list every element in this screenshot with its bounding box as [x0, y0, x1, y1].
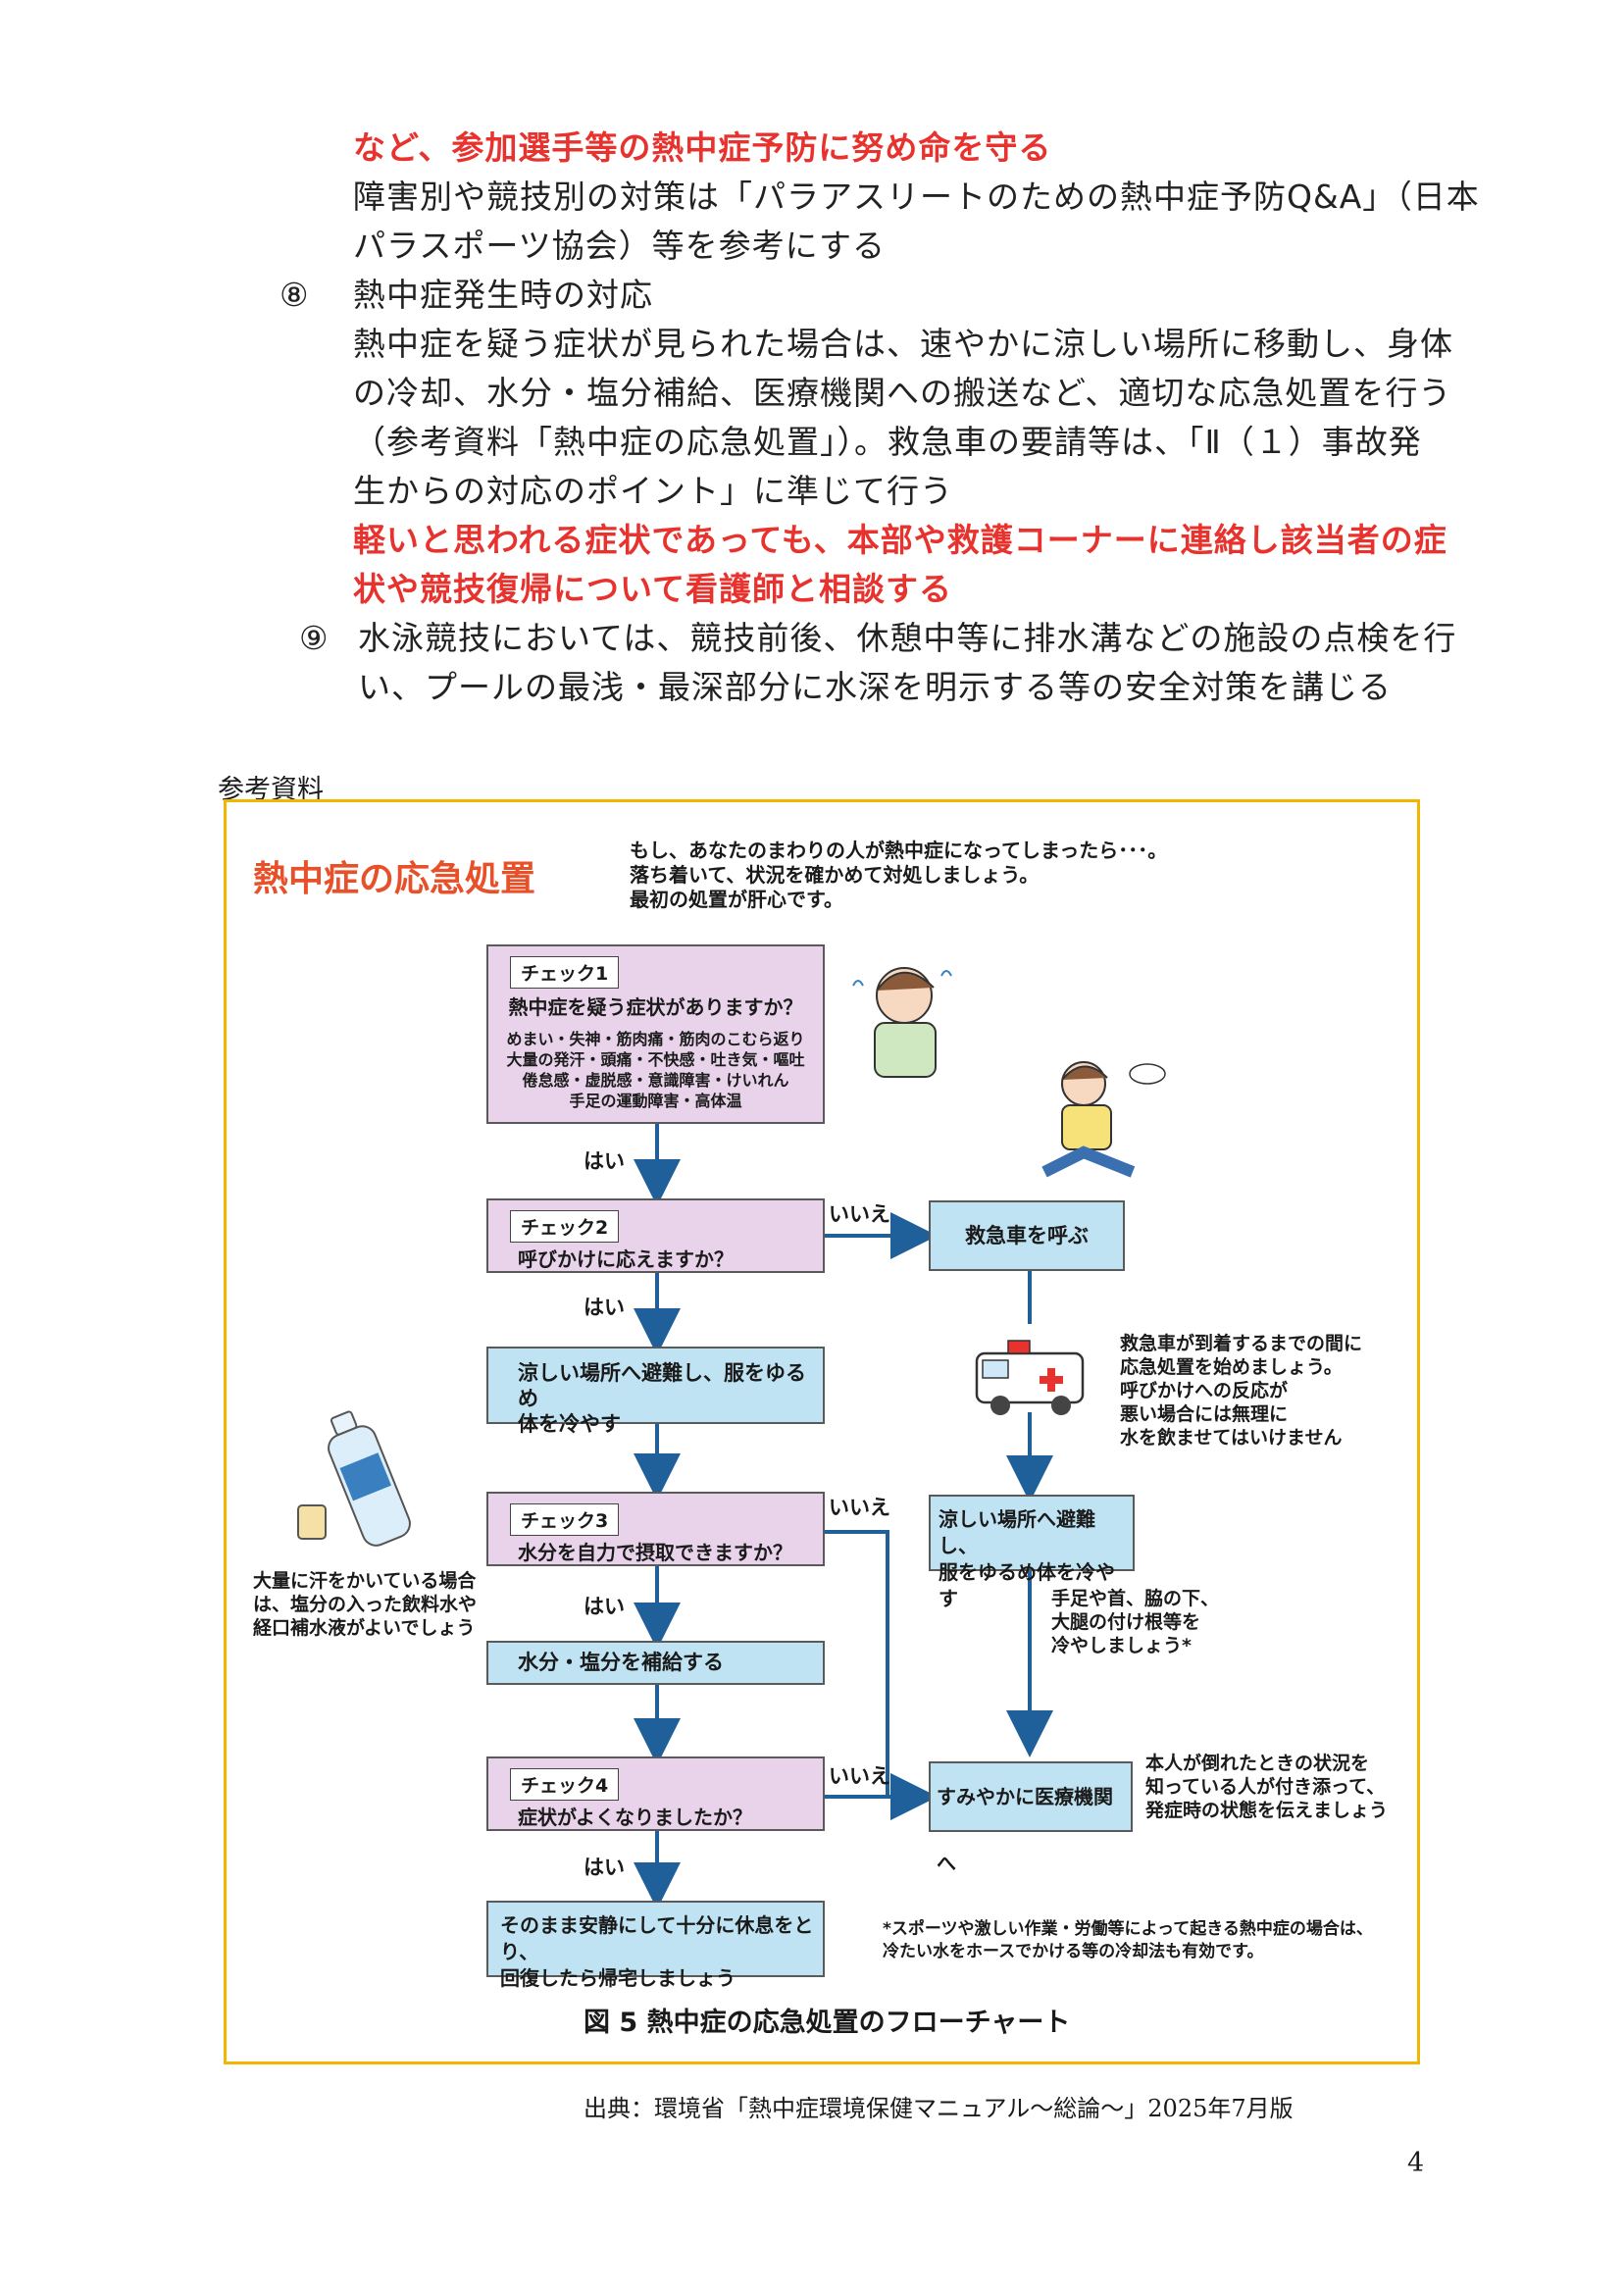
check4-question: 症状がよくなりましたか？	[518, 1806, 752, 1829]
sweat-note: 大量に汗をかいている場合 は、塩分の入った飲料水や 経口補水液がよいでしょう	[253, 1569, 477, 1640]
ambulance-note-line-4: 悪い場合には無理に	[1120, 1403, 1289, 1425]
hospital-note-line-2: 知っている人が付き添って、	[1145, 1776, 1386, 1798]
body-line-4: 熱中症発生時の対応	[353, 276, 653, 314]
body-line-2: 障害別や競技別の対策は「パラアスリートのための熱中症予防Q&A」（日本	[353, 178, 1480, 216]
hospital-note: 本人が倒れたときの状況を 知っている人が付き添って、 発症時の状態を伝えましょう	[1145, 1752, 1388, 1822]
check1-tag: チェック1	[510, 956, 620, 989]
check4-tag: チェック4	[510, 1768, 620, 1801]
body-line-10: 状や競技復帰について看護師と相談する	[353, 570, 953, 608]
ambulance-note-line-2: 応急処置を始めましょう。	[1120, 1356, 1343, 1378]
body-line-11: 水泳競技においては、競技前後、休憩中等に排水溝などの施設の点検を行	[358, 619, 1457, 657]
check2-tag: チェック2	[510, 1210, 620, 1243]
check3-tag: チェック3	[510, 1503, 620, 1536]
check2-box: チェック2 呼びかけに応えますか？	[486, 1198, 825, 1273]
ambulance-note-line-1: 救急車が到着するまでの間に	[1120, 1333, 1363, 1354]
hydrate-box: 水分・塩分を補給する	[486, 1641, 825, 1685]
footnote-line-1: *スポーツや激しい作業・労働等によって起きる熱中症の場合は、	[883, 1919, 1373, 1939]
body-line-5: 熱中症を疑う症状が見られた場合は、速やかに涼しい場所に移動し、身体	[353, 325, 1453, 363]
symptom-line-2: 大量の発汗・頭痛・不快感・吐き気・嘔吐	[506, 1050, 805, 1069]
source-citation: 出典：環境省「熱中症環境保健マニュアル～総論～」2025年7月版	[584, 2095, 1294, 2122]
yes-label-4: はい	[584, 1856, 625, 1879]
hospital-note-line-1: 本人が倒れたときの状況を	[1145, 1753, 1370, 1774]
sweat-note-line-2: は、塩分の入った飲料水や	[253, 1594, 478, 1615]
check2-question: 呼びかけに応えますか？	[518, 1247, 734, 1271]
cool-down-box: 涼しい場所へ避難し、服をゆるめ 体を冷やす	[486, 1347, 825, 1436]
yes-label-1: はい	[584, 1149, 625, 1173]
rest-box: そのまま安静にして十分に休息をとり、 回復したら帰宅しましょう	[486, 1901, 825, 1990]
ambulance-note: 救急車が到着するまでの間に 応急処置を始めましょう。 呼びかけへの反応が 悪い場…	[1120, 1332, 1362, 1450]
figure-frame	[224, 799, 1420, 2064]
body-line-1: など、参加選手等の熱中症予防に努め命を守る	[353, 128, 1052, 167]
check1-question: 熱中症を疑う症状がありますか？	[508, 995, 803, 1019]
footnote-line-2: 冷たい水をホースでかける等の冷却法も有効です。	[883, 1942, 1264, 1961]
item-8-marker: ⑧	[279, 276, 310, 314]
sweating-person-illustration	[852, 967, 952, 1078]
cool-down-line-2: 体を冷やす	[518, 1412, 621, 1436]
figure-title: 熱中症の応急処置	[253, 859, 536, 899]
cool-spots-line-1: 手足や首、脇の下、	[1051, 1588, 1220, 1609]
body-line-9: 軽いと思われる症状であっても、本部や救護コーナーに連絡し該当者の症	[353, 521, 1447, 559]
item-9-marker: ⑨	[299, 619, 330, 657]
body-line-3: パラスポーツ協会）等を参考にする	[353, 227, 887, 265]
call-ambulance-box: 救急車を呼ぶ	[929, 1200, 1125, 1271]
body-line-6: の冷却、水分・塩分補給、医療機関への搬送など、適切な応急処置を行う	[353, 374, 1452, 412]
check4-box: チェック4 症状がよくなりましたか？	[486, 1756, 825, 1831]
ambulance-note-line-3: 呼びかけへの反応が	[1120, 1380, 1289, 1401]
sweat-note-line-3: 経口補水液がよいでしょう	[253, 1617, 476, 1639]
cool-spots-line-3: 冷やしましょう*	[1051, 1635, 1192, 1656]
intro-line-3: 最初の処置が肝心です。	[630, 888, 843, 911]
check1-symptoms: めまい・失神・筋肉痛・筋肉のこむら返り 大量の発汗・頭痛・不快感・吐き気・嘔吐 …	[488, 1029, 823, 1111]
hospital-box: すみやかに医療機関へ	[929, 1761, 1133, 1875]
check3-question: 水分を自力で摂取できますか？	[518, 1541, 792, 1564]
intro-line-1: もし、あなたのまわりの人が熱中症になってしまったら･･･。	[630, 839, 1168, 862]
ambulance-note-line-5: 水を飲ませてはいけません	[1120, 1427, 1343, 1449]
check3-box: チェック3 水分を自力で摂取できますか？	[486, 1492, 825, 1566]
figure-footnote: *スポーツや激しい作業・労働等によって起きる熱中症の場合は、 冷たい水をホースで…	[883, 1918, 1373, 1963]
body-line-7: （参考資料「熱中症の応急処置」）。救急車の要請等は、「Ⅱ（１）事故発	[353, 423, 1422, 461]
cool-down-right-line-1: 涼しい場所へ避難し、	[939, 1507, 1095, 1557]
no-label-1: いいえ	[829, 1202, 890, 1226]
check1-box: チェック1 熱中症を疑う症状がありますか？ めまい・失神・筋肉痛・筋肉のこむら返…	[486, 944, 825, 1124]
cool-down-line-1: 涼しい場所へ避難し、服をゆるめ	[518, 1361, 806, 1410]
rest-line-1: そのまま安静にして十分に休息をとり、	[500, 1913, 814, 1963]
symptom-line-1: めまい・失神・筋肉痛・筋肉のこむら返り	[506, 1030, 805, 1048]
cool-down-right-box: 涼しい場所へ避難し、 服をゆるめ体を冷やす	[929, 1495, 1135, 1610]
symptom-line-3: 倦怠感・虚脱感・意識障害・けいれん	[522, 1071, 789, 1090]
drink-bottle-illustration	[297, 1410, 411, 1547]
rest-line-2: 回復したら帰宅しましょう	[500, 1966, 736, 1990]
body-line-8: 生からの対応のポイント」に準じて行う	[353, 472, 953, 510]
cool-spots-note: 手足や首、脇の下、 大腿の付け根等を 冷やしましょう*	[1051, 1587, 1219, 1657]
ambulance-illustration	[975, 1340, 1085, 1415]
hospital-note-line-3: 発症時の状態を伝えましょう	[1145, 1800, 1389, 1821]
cool-spots-line-2: 大腿の付け根等を	[1051, 1611, 1201, 1633]
no-label-2: いいえ	[829, 1496, 890, 1519]
sweat-note-line-1: 大量に汗をかいている場合	[253, 1570, 477, 1592]
cool-down-right-line-2: 服をゆるめ体を冷やす	[939, 1560, 1115, 1610]
symptom-line-4: 手足の運動障害・高体温	[569, 1092, 742, 1110]
body-line-12: い、プールの最浅・最深部分に水深を明示する等の安全対策を講じる	[358, 668, 1392, 706]
kneeling-person-illustration	[1041, 1061, 1166, 1178]
no-label-3: いいえ	[829, 1764, 890, 1788]
figure-caption: 図 5 熱中症の応急処置のフローチャート	[584, 2008, 1071, 2038]
yes-label-2: はい	[584, 1296, 625, 1319]
intro-line-2: 落ち着いて、状況を確かめて対処しましょう。	[630, 863, 1040, 887]
yes-label-3: はい	[584, 1595, 625, 1618]
page-number: 4	[1407, 2148, 1425, 2178]
